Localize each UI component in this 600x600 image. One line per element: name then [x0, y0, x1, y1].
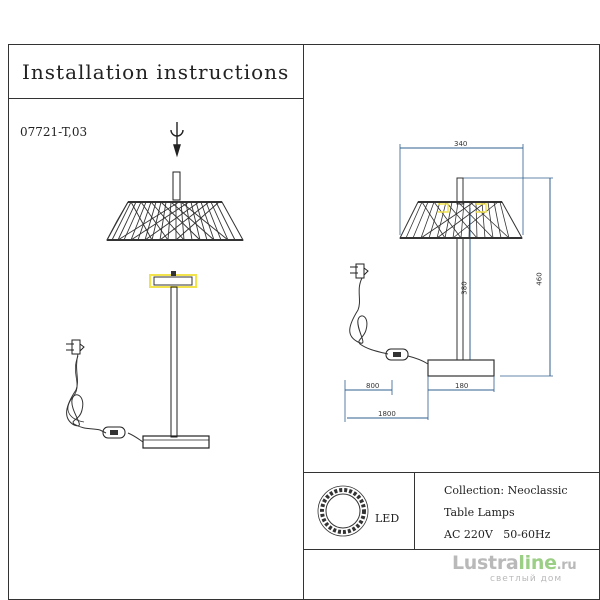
plug-icon — [66, 339, 85, 355]
dimension-drawing — [344, 144, 553, 422]
led-highlight-left — [438, 203, 449, 213]
right-cable-switch — [385, 348, 409, 361]
led-module-core — [153, 276, 193, 286]
screw-icon — [170, 122, 184, 158]
exploded-lamp-diagram — [66, 122, 244, 449]
cable-switch — [102, 426, 126, 439]
power-text: AC 220V 50-60Hz — [444, 528, 551, 541]
led-label: LED — [375, 512, 400, 525]
title-box — [8, 44, 304, 99]
assembled-stem — [456, 237, 464, 361]
switch-button — [110, 430, 118, 435]
watermark-tagline: светлый дом — [490, 574, 563, 584]
lamp-base — [142, 435, 210, 449]
page-title: Installation instructions — [22, 60, 290, 84]
led-screw — [171, 271, 176, 276]
dim-base-diameter: 180 — [455, 382, 469, 390]
model-number: 07721-T,03 — [20, 125, 88, 139]
watermark-logo: Lustraline.ru — [452, 552, 577, 574]
led-highlight-right — [476, 203, 487, 213]
dim-stem-height: 380 — [460, 281, 469, 295]
dim-shade-width: 340 — [454, 140, 468, 148]
assembled-finial — [456, 177, 464, 205]
finial-post — [172, 171, 181, 201]
shade-stripes — [111, 201, 236, 241]
category-text: Table Lamps — [444, 506, 515, 519]
lamp-stem — [170, 286, 178, 438]
led-ring-icon — [317, 485, 369, 537]
right-plug-icon — [350, 263, 369, 279]
assembled-base — [427, 359, 495, 377]
assembled-shade-stripes — [405, 201, 510, 239]
power-cable — [66, 353, 144, 443]
collection-text: Collection: Neoclassic — [444, 484, 568, 497]
dim-total-height: 460 — [535, 272, 544, 286]
dim-cable-length: 1800 — [378, 410, 396, 418]
dim-switch-cable: 800 — [366, 382, 380, 390]
right-power-cable — [349, 277, 429, 365]
right-switch-button — [393, 352, 401, 357]
